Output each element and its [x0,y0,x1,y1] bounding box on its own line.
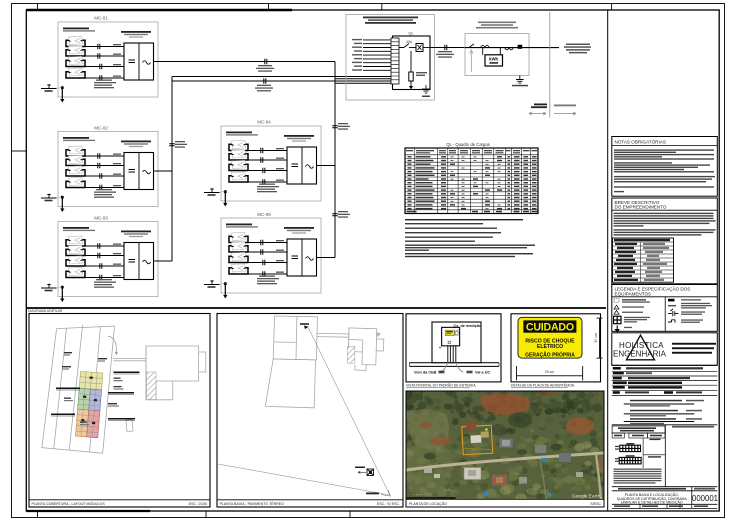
svg-text:PLANTA COBERTURA - LAYOUT MODU: PLANTA COBERTURA - LAYOUT MODULOS [32,502,106,506]
svg-text:Cx. de medição: Cx. de medição [454,324,483,328]
svg-text:ESC. 1/100: ESC. 1/100 [189,502,207,506]
svg-text:RISCO DE CHOQUE: RISCO DE CHOQUE [525,339,575,345]
svg-text:PLANTA DE LOCAÇÃO: PLANTA DE LOCAÇÃO [409,501,447,506]
svg-text:Vai a UC: Vai a UC [475,371,490,375]
svg-text:ENGENHARIA: ENGENHARIA [613,350,667,359]
svg-text:40A: 40A [406,40,413,44]
svg-text:DETALHE DA PLACA DE ADVERTÊNCI: DETALHE DA PLACA DE ADVERTÊNCIA [511,383,575,388]
svg-text:PLANTA BAIXA - PAVIMENTO TÉRRE: PLANTA BAIXA - PAVIMENTO TÉRREO [220,501,285,506]
svg-text:PLANTA BAIXA E LOCALIZAÇÃO,: PLANTA BAIXA E LOCALIZAÇÃO, [625,492,679,497]
svg-text:S/ESC: S/ESC [590,502,601,506]
svg-text:MC-05: MC-05 [257,212,271,217]
svg-text:QL: QL [408,31,414,36]
svg-text:VISTA FRONTAL DO PADRÃO DE ENT: VISTA FRONTAL DO PADRÃO DE ENTRADA [406,383,476,388]
svg-text:HOLÍSTICA: HOLÍSTICA [619,341,664,350]
svg-text:GERAÇÃO PRÓPRIA: GERAÇÃO PRÓPRIA [525,350,575,358]
svg-text:BREVE DESCRITIVO: BREVE DESCRITIVO [615,200,660,205]
svg-text:MC-04: MC-04 [257,120,271,125]
svg-text:CUIDADO: CUIDADO [526,322,574,334]
svg-text:MC-03: MC-03 [94,215,108,220]
svg-text:UNIFILAR E DETALHES DE MEDIÇÃO: UNIFILAR E DETALHES DE MEDIÇÃO [621,500,683,505]
svg-text:ELÉTRICO: ELÉTRICO [537,342,563,350]
svg-text:QL - Quadro de Cargas: QL - Quadro de Cargas [446,142,490,147]
svg-text:MC-01: MC-01 [94,16,108,21]
svg-text:Vem da CEB: Vem da CEB [414,371,437,375]
svg-text:Google Earth: Google Earth [572,494,601,500]
svg-text:MC-02: MC-02 [94,125,108,130]
svg-text:000001: 000001 [692,494,718,503]
svg-text:LEGENDA E ESPECIFICAÇÃO DOS: LEGENDA E ESPECIFICAÇÃO DOS [615,286,691,292]
svg-text:QUADROS DE DISTRIBUIÇÃO, DIAGR: QUADROS DE DISTRIBUIÇÃO, DIAGRAMA [617,496,688,501]
svg-text:NOTAS OBRIGATÓRIAS: NOTAS OBRIGATÓRIAS [615,139,666,145]
svg-text:DIAGRAMA UNIFILAR: DIAGRAMA UNIFILAR [28,309,63,313]
svg-text:50 cm: 50 cm [594,333,598,342]
svg-text:DO EMPREENDIMENTO: DO EMPREENDIMENTO [615,205,667,210]
svg-text:Imagens ©2015: Imagens ©2015 [412,493,432,497]
svg-text:ESC.: S/ ESC.: ESC.: S/ ESC. [377,502,400,506]
svg-text:kWh: kWh [489,57,498,62]
svg-text:20 cm: 20 cm [545,370,554,374]
svg-text:EQUIPAMENTOS: EQUIPAMENTOS [615,292,652,297]
